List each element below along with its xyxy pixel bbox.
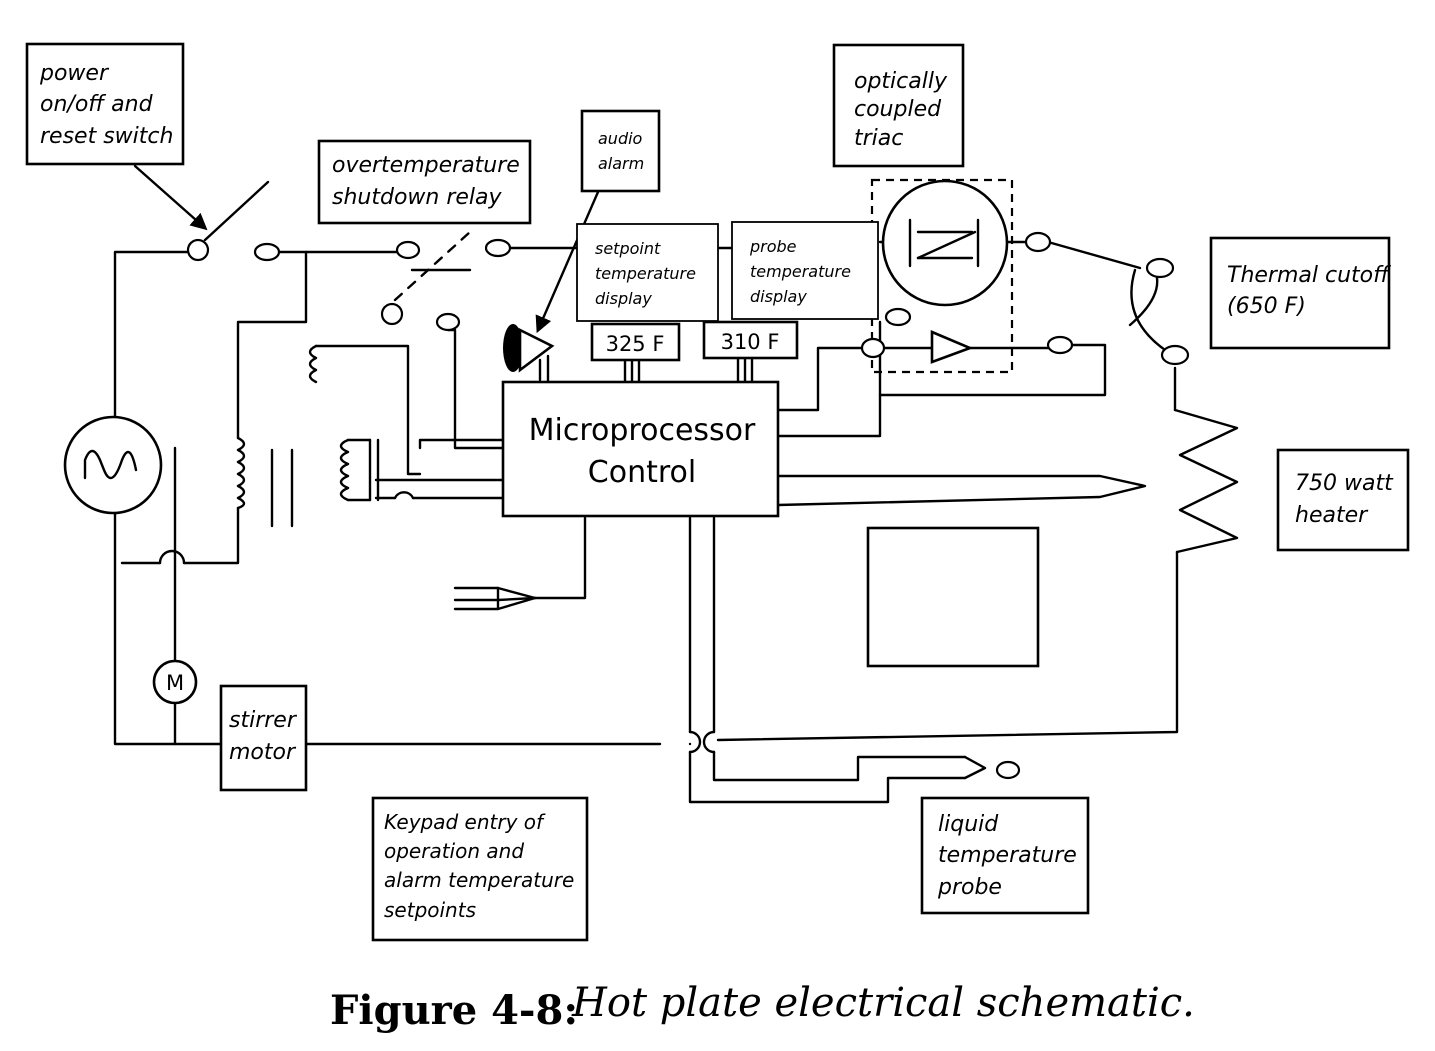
svg-text:Thermal cutoff: Thermal cutoff <box>1227 263 1391 288</box>
svg-text:power: power <box>39 61 110 86</box>
svg-text:setpoints: setpoints <box>384 898 476 922</box>
relay-contacts-icon <box>380 230 512 332</box>
svg-text:325 F: 325 F <box>606 332 665 356</box>
probe-readout: 310 F <box>702 320 799 360</box>
svg-text:temperature: temperature <box>595 264 696 283</box>
svg-text:Microprocessor: Microprocessor <box>529 413 756 448</box>
triac-label: optically coupled triac <box>832 43 965 168</box>
heater-label: 750 watt heater <box>1276 448 1410 552</box>
caption-figure-number: Figure 4-8: <box>330 987 578 1034</box>
svg-text:motor: motor <box>229 740 297 765</box>
heater-resistor-icon <box>1173 408 1239 554</box>
audio-alarm-label: audio alarm <box>580 109 661 193</box>
relay-coil-icon <box>308 344 318 384</box>
svg-text:display: display <box>750 287 807 306</box>
speaker-icon <box>503 324 555 373</box>
motor-icon: M <box>152 659 198 705</box>
relay-label: overtemperature shutdown relay <box>317 139 532 225</box>
svg-text:operation and: operation and <box>384 839 524 863</box>
svg-text:probe: probe <box>749 237 797 256</box>
transformer-icon <box>236 436 294 528</box>
svg-text:overtemperature: overtemperature <box>332 153 520 178</box>
svg-text:temperature: temperature <box>938 843 1077 868</box>
hot-plate-surface <box>866 526 1040 668</box>
svg-text:Control: Control <box>588 455 696 490</box>
annotation-arrows <box>133 164 600 334</box>
svg-text:alarm temperature: alarm temperature <box>384 868 574 892</box>
svg-text:triac: triac <box>854 126 903 151</box>
microprocessor-control: Microprocessor Control <box>501 380 780 518</box>
svg-text:optically: optically <box>854 69 948 94</box>
svg-text:display: display <box>595 289 652 308</box>
svg-text:temperature: temperature <box>750 262 851 281</box>
ac-source-icon <box>63 415 163 515</box>
stirrer-coil-icon <box>339 438 380 502</box>
svg-text:310 F: 310 F <box>721 330 780 354</box>
svg-text:setpoint: setpoint <box>595 239 661 258</box>
svg-text:on/off and: on/off and <box>40 92 154 117</box>
svg-text:probe: probe <box>937 875 1002 900</box>
stirrer-motor-label: stirrer motor <box>219 684 308 792</box>
probe-display: probe temperature display <box>731 221 879 320</box>
svg-text:750 watt: 750 watt <box>1295 471 1394 496</box>
power-switch-icon <box>186 180 281 262</box>
probe-terminal-icon <box>995 760 1021 780</box>
svg-text:audio: audio <box>598 129 643 148</box>
figure-caption: Figure 4-8: Hot plate electrical schemat… <box>330 980 1195 1034</box>
thermal-cutoff-label: Thermal cutoff (650 F) <box>1209 236 1391 350</box>
triac-icon <box>860 178 1074 374</box>
keypad-label: Keypad entry of operation and alarm temp… <box>371 796 589 942</box>
svg-text:(650 F): (650 F) <box>1227 294 1306 319</box>
svg-text:shutdown relay: shutdown relay <box>332 185 503 210</box>
caption-title: Hot plate electrical schematic. <box>571 980 1195 1026</box>
probe-label: liquid temperature probe <box>920 796 1090 915</box>
svg-text:Keypad entry of: Keypad entry of <box>384 810 546 834</box>
setpoint-readout: 325 F <box>590 322 681 362</box>
svg-text:alarm: alarm <box>598 154 644 173</box>
setpoint-display: setpoint temperature display <box>576 223 719 322</box>
power-switch-label: power on/off and reset switch <box>25 42 185 166</box>
svg-text:heater: heater <box>1295 503 1369 528</box>
thermal-cutoff-icon <box>1128 257 1190 366</box>
svg-text:stirrer: stirrer <box>229 708 298 733</box>
svg-text:coupled: coupled <box>854 97 942 122</box>
motor-symbol: M <box>166 671 184 695</box>
svg-text:reset switch: reset switch <box>40 124 173 149</box>
svg-text:liquid: liquid <box>938 812 999 837</box>
